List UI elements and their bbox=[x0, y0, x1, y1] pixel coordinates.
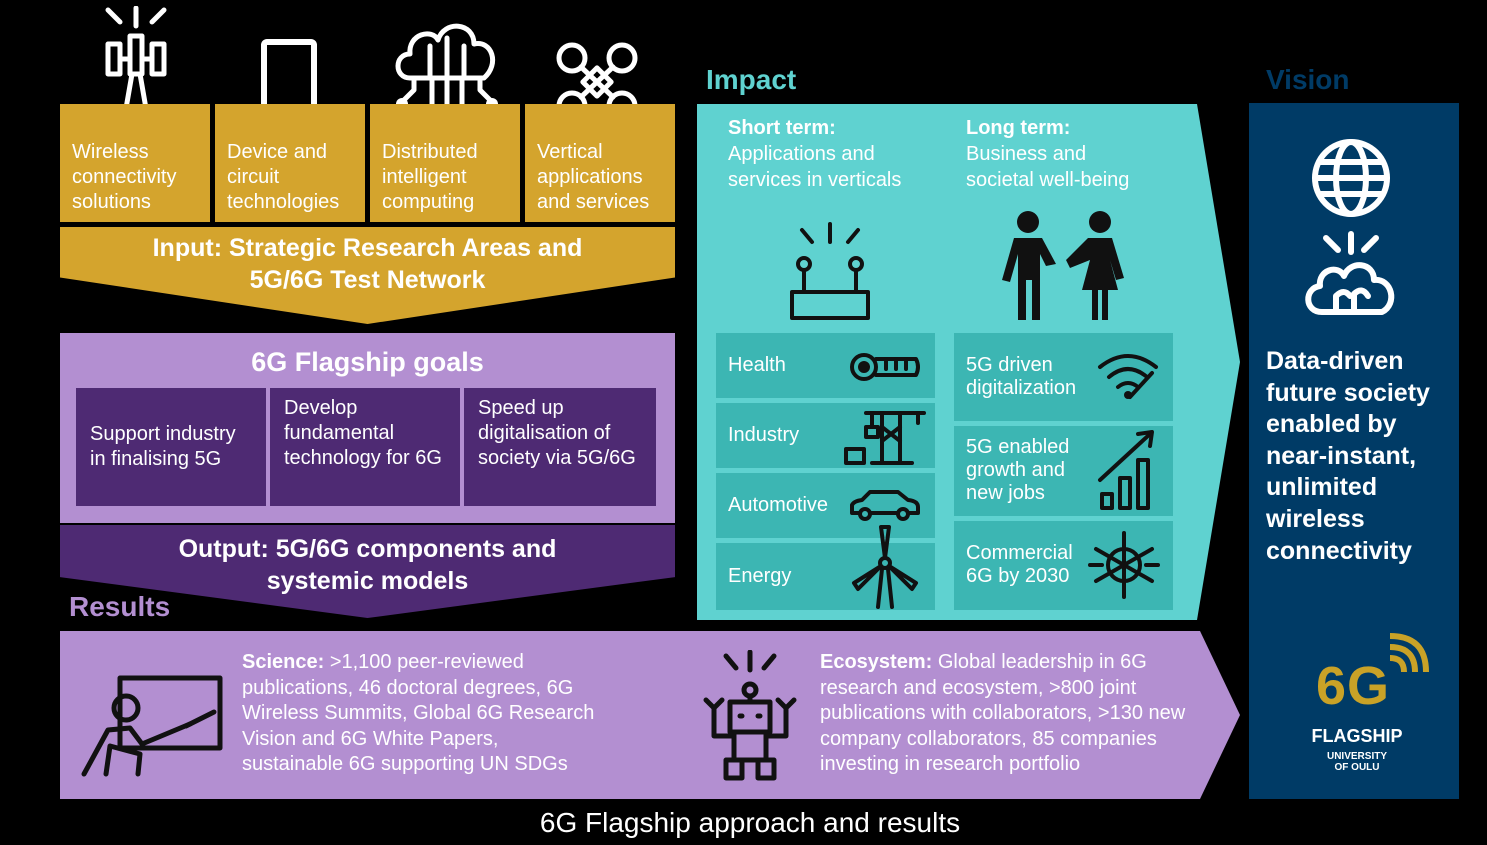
vision-panel bbox=[1249, 103, 1459, 799]
logo-mark: 6G bbox=[1316, 656, 1391, 716]
short-term-header: Short term: Applications and services in… bbox=[728, 117, 902, 191]
research-area-label: Device and circuit technologies bbox=[227, 141, 340, 213]
ecosystem-result: Ecosystem: Global leadership in 6G resea… bbox=[820, 651, 1186, 776]
flagship-logo: 6G FLAGSHIP UNIVERSITY OF OULU bbox=[1290, 630, 1440, 780]
people-icon bbox=[994, 208, 1134, 324]
wind-turbine-icon bbox=[848, 523, 922, 609]
crane-icon bbox=[842, 407, 926, 467]
goal-text: Speed up digitalisation of society via 5… bbox=[478, 397, 636, 469]
logo-name: FLAGSHIP bbox=[1311, 726, 1403, 746]
globe-icon bbox=[1309, 136, 1393, 220]
research-area-label: Wireless connectivity solutions bbox=[72, 141, 177, 213]
vision-statement: Data-driven future society enabled by ne… bbox=[1266, 347, 1430, 565]
impact-row-energy: Energy bbox=[716, 525, 935, 610]
impact-row-growth: 5G enabled growth and new jobs bbox=[954, 426, 1173, 516]
goal-text: Support industry in finalising 5G bbox=[90, 423, 236, 470]
impact-row-label: 5G driven digitalization bbox=[966, 354, 1077, 399]
impact-row-health: Health bbox=[716, 333, 935, 398]
thermometer-icon bbox=[848, 351, 922, 383]
robot-icon bbox=[694, 650, 806, 782]
impact-row-commercial-6g: Commercial 6G by 2030 bbox=[954, 521, 1173, 610]
impact-row-industry: Industry bbox=[716, 403, 935, 468]
impact-row-label: Commercial 6G by 2030 bbox=[966, 542, 1073, 587]
goal-card: Support industry in finalising 5G bbox=[76, 388, 266, 506]
network-star-icon bbox=[1086, 529, 1162, 601]
presenter-icon bbox=[80, 674, 226, 778]
results-heading: Results bbox=[69, 591, 171, 622]
impact-row-digitalization: 5G driven digitalization bbox=[954, 333, 1173, 421]
car-icon bbox=[848, 487, 922, 523]
impact-row-label: Health bbox=[728, 354, 786, 376]
impact-row-label: Industry bbox=[728, 424, 800, 446]
research-area-card: Device and circuit technologies bbox=[215, 104, 365, 222]
science-result: Science: >1,100 peer-reviewed publicatio… bbox=[242, 651, 595, 776]
long-term-header: Long term: Business and societal well-be… bbox=[966, 117, 1130, 191]
results-panel bbox=[60, 631, 1240, 799]
signal-waves-icon bbox=[1386, 630, 1432, 676]
research-area-label: Distributed intelligent computing bbox=[382, 141, 478, 213]
impact-row-label: Automotive bbox=[728, 494, 829, 516]
impact-heading: Impact bbox=[706, 64, 797, 95]
research-area-card: Vertical applications and services bbox=[525, 104, 675, 222]
goal-card: Develop fundamental technology for 6G bbox=[270, 388, 460, 506]
vision-heading: Vision bbox=[1266, 64, 1350, 95]
impact-row-automotive: Automotive bbox=[716, 473, 935, 538]
goal-card: Speed up digitalisation of society via 5… bbox=[464, 388, 656, 506]
research-area-label: Vertical applications and services bbox=[537, 141, 650, 213]
input-title: Input: Strategic Research Areas and 5G/6… bbox=[152, 234, 583, 294]
ecosystem-label: Ecosystem: bbox=[820, 651, 933, 673]
iot-device-icon bbox=[786, 220, 874, 324]
growth-chart-icon bbox=[1096, 430, 1160, 512]
goals-title: 6G Flagship goals bbox=[251, 347, 484, 377]
research-area-card: Wireless connectivity solutions bbox=[60, 104, 210, 222]
caption: 6G Flagship approach and results bbox=[539, 807, 961, 838]
research-area-card: Distributed intelligent computing bbox=[370, 104, 520, 222]
impact-row-label: Energy bbox=[728, 565, 792, 587]
impact-row-label: 5G enabled growth and new jobs bbox=[966, 436, 1070, 504]
cloud-signal-icon bbox=[1302, 230, 1400, 320]
wifi-signal-icon bbox=[1096, 351, 1162, 401]
logo-university: UNIVERSITY OF OULU bbox=[1326, 751, 1387, 773]
goal-text: Develop fundamental technology for 6G bbox=[284, 397, 442, 469]
output-title: Output: 5G/6G components and systemic mo… bbox=[178, 535, 557, 595]
science-label: Science: bbox=[242, 651, 325, 673]
